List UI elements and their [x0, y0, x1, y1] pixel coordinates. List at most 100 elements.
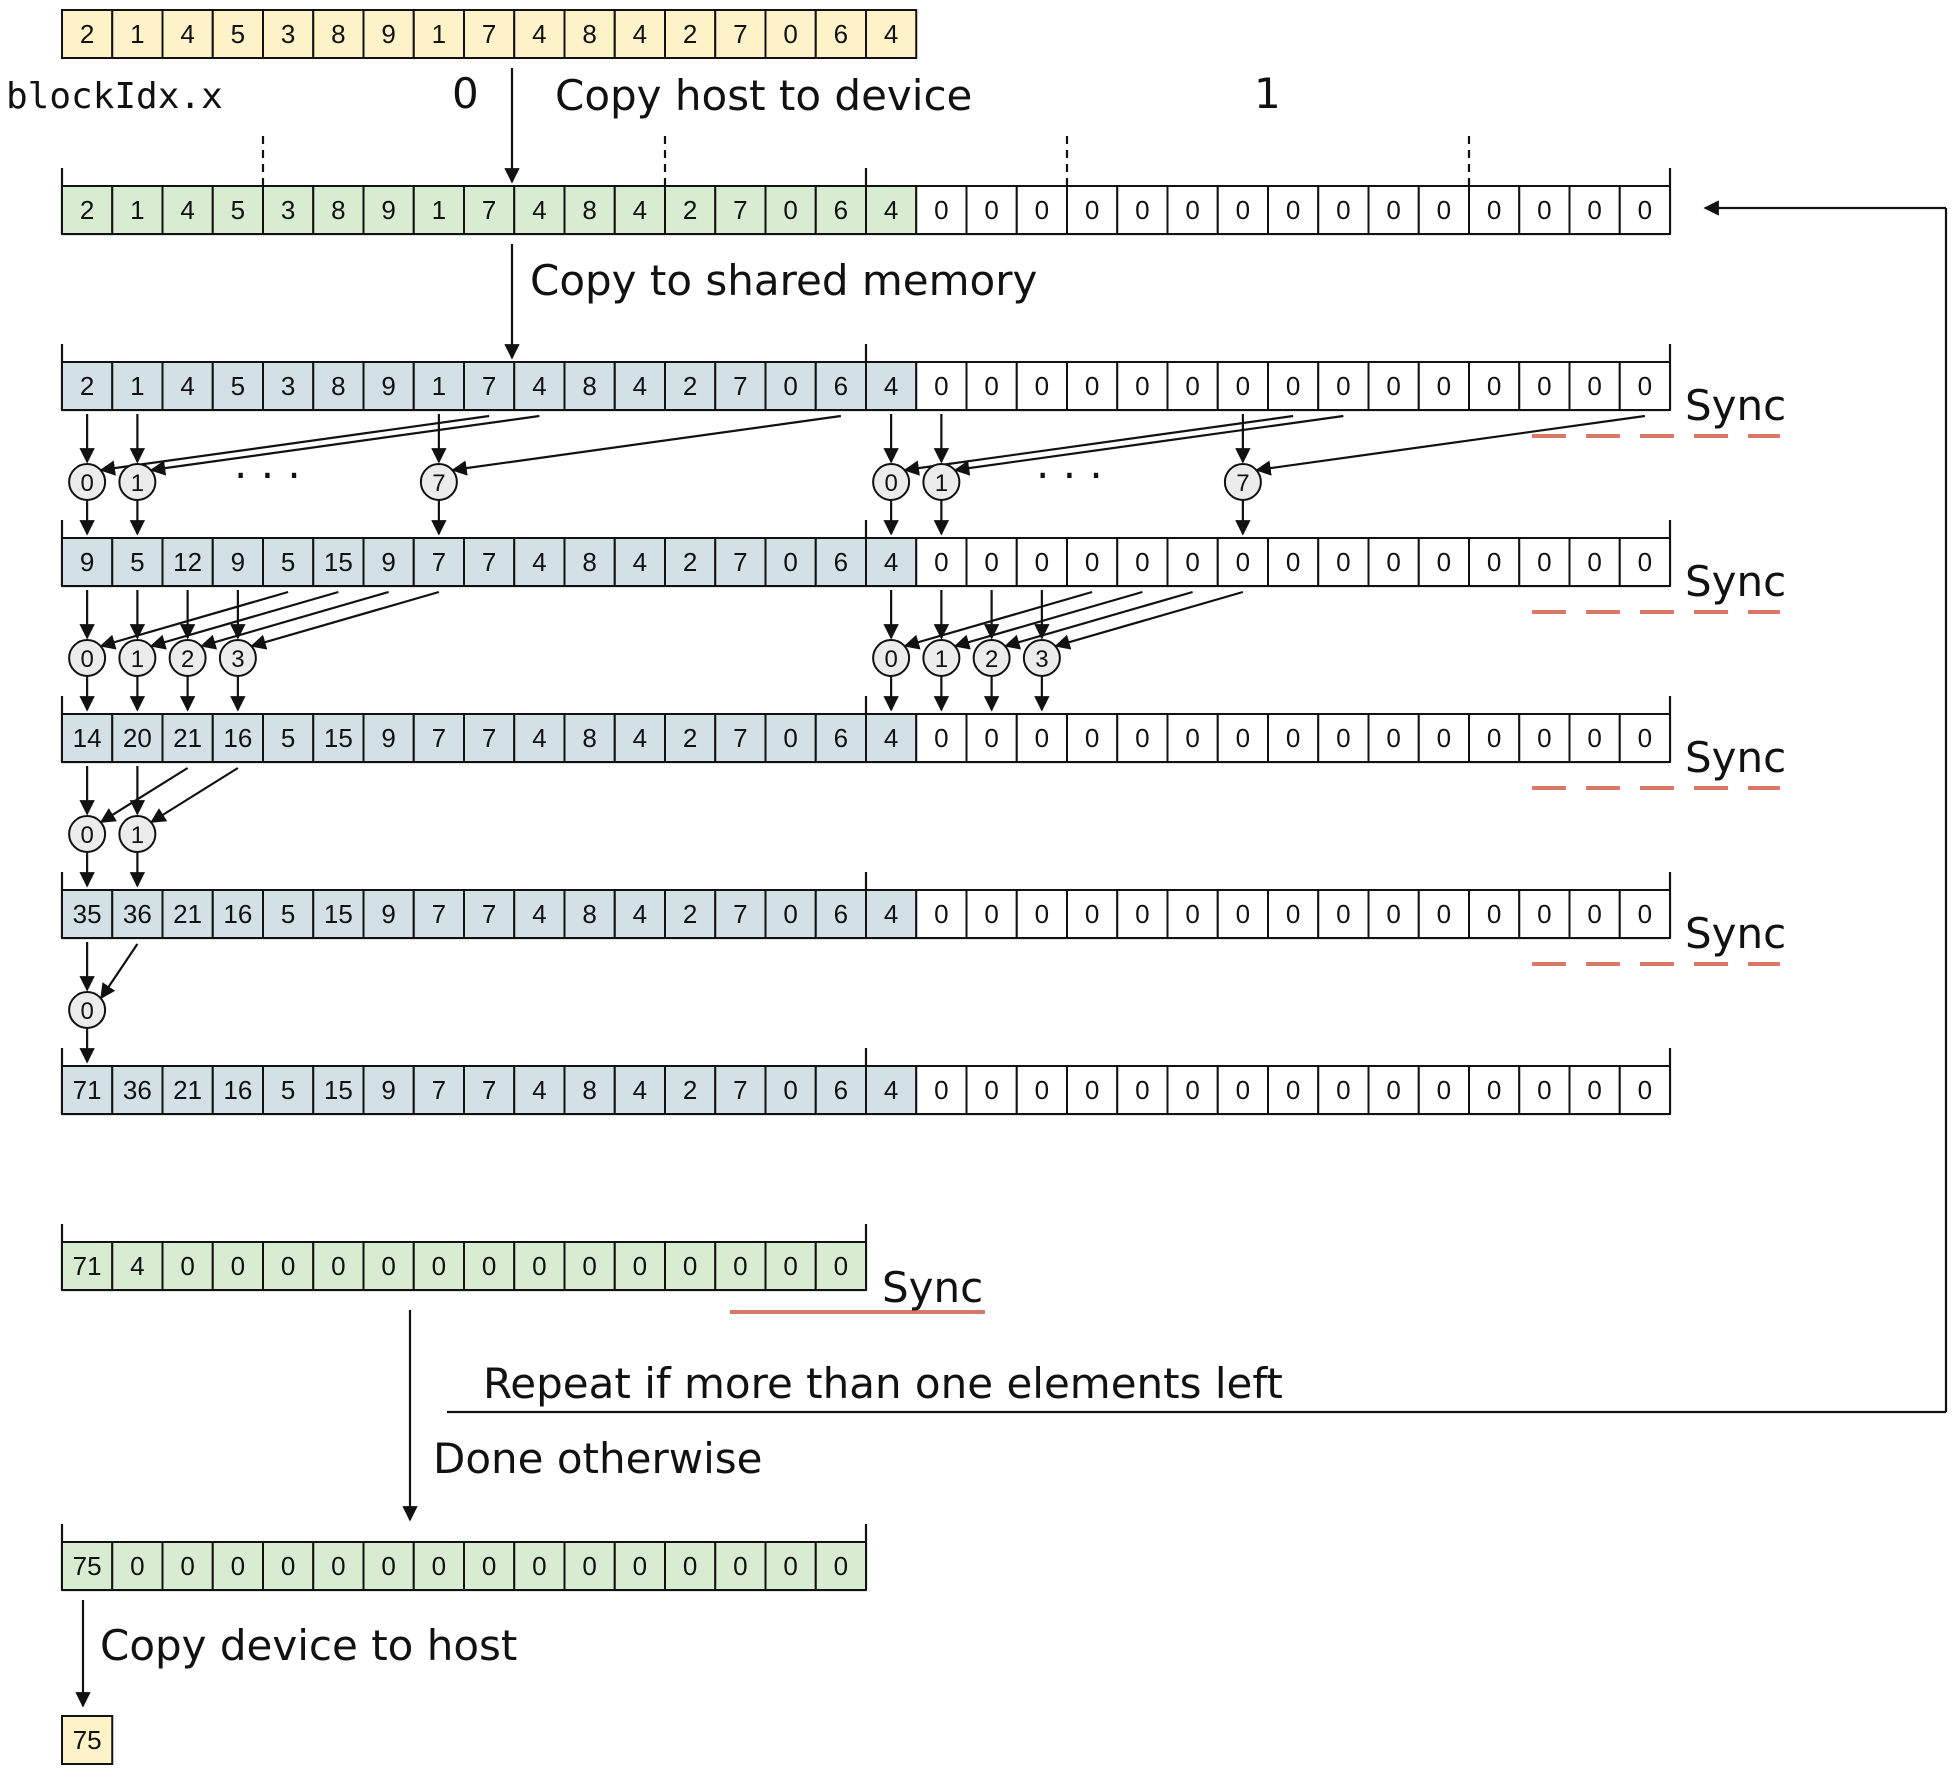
cell-value: 9: [381, 547, 395, 577]
array-cell: [1267, 361, 1320, 411]
array-cell: [563, 1241, 616, 1291]
cell-value: 0: [1085, 547, 1099, 577]
cell-value: 15: [324, 899, 353, 929]
cell-value: 0: [984, 371, 998, 401]
array-cell: [915, 185, 968, 235]
array-cell: [1216, 537, 1269, 587]
cell-value: 0: [1537, 899, 1551, 929]
array-cell: [865, 9, 918, 59]
sync-label-2: Sync: [1685, 557, 1786, 606]
array-cell: [1116, 185, 1169, 235]
cell-value: 0: [582, 1551, 596, 1581]
cell-value: 4: [884, 723, 898, 753]
array-cell: [1367, 361, 1420, 411]
array-cell: [1216, 713, 1269, 763]
array-cell: [915, 713, 968, 763]
cell-value: 0: [1236, 195, 1250, 225]
array-cell: [61, 1715, 114, 1765]
cell-value: 36: [123, 1075, 152, 1105]
sync-label-5: Sync: [882, 1263, 983, 1312]
partner-arrow: [99, 767, 189, 823]
array-cell: [1166, 185, 1219, 235]
cell-value: 0: [1286, 723, 1300, 753]
cell-value: 0: [984, 547, 998, 577]
array-cell: [563, 889, 616, 939]
array-cell: [613, 537, 666, 587]
cell-value: 4: [633, 899, 647, 929]
thread-7-icon: 7: [419, 463, 458, 501]
cell-value: 0: [934, 899, 948, 929]
thread-index: 7: [1236, 470, 1249, 497]
array-cell: [463, 1065, 516, 1115]
cell-value: 0: [984, 899, 998, 929]
array-cell: [915, 889, 968, 939]
cell-value: 4: [884, 1075, 898, 1105]
cell-value: 0: [1336, 371, 1350, 401]
array-cell: [613, 1065, 666, 1115]
thread-circle: [1022, 639, 1061, 677]
cell-value: 6: [834, 371, 848, 401]
cell-value: 0: [532, 1551, 546, 1581]
cell-value: 0: [1185, 547, 1199, 577]
cell-value: 7: [733, 371, 747, 401]
cell-value: 0: [984, 195, 998, 225]
cell-value: 0: [1336, 547, 1350, 577]
cell-value: 0: [783, 547, 797, 577]
array-cell: [714, 1241, 767, 1291]
cell-value: 36: [123, 899, 152, 929]
cell-value: 16: [223, 899, 252, 929]
array-cell: [1417, 361, 1470, 411]
cell-value: 0: [783, 371, 797, 401]
cell-value: 21: [173, 723, 202, 753]
cell-value: 8: [582, 19, 596, 49]
array-cell: [312, 1241, 365, 1291]
array-cell: [412, 1065, 465, 1115]
cell-value: 0: [1035, 1075, 1049, 1105]
array-cell: [1618, 185, 1671, 235]
array-cell: [1618, 1065, 1671, 1115]
array-cell: [965, 889, 1018, 939]
block-index-1: 1: [1254, 69, 1281, 118]
array-cell: [61, 1241, 114, 1291]
cell-value: 7: [432, 547, 446, 577]
cell-value: 4: [180, 195, 194, 225]
cell-value: 0: [1035, 547, 1049, 577]
array-cell: [513, 361, 566, 411]
array-cell: [262, 1241, 315, 1291]
thread-circle: [68, 815, 107, 853]
cell-value: 0: [532, 1251, 546, 1281]
thread-3-icon: 3: [218, 639, 257, 677]
cell-value: 4: [633, 723, 647, 753]
cell-value: 7: [733, 723, 747, 753]
array-cell: [1618, 889, 1671, 939]
cell-value: 2: [80, 371, 94, 401]
thread-index: 3: [1035, 646, 1048, 673]
cell-value: 0: [1386, 547, 1400, 577]
array-cell: [463, 889, 516, 939]
array-cell: [111, 537, 164, 587]
cell-value: 7: [482, 547, 496, 577]
thread-index: 0: [80, 646, 93, 673]
partner-arrow: [953, 590, 1143, 650]
partner-arrow: [150, 767, 239, 823]
cell-value: 16: [223, 723, 252, 753]
cell-value: 4: [633, 371, 647, 401]
array-cell: [664, 361, 717, 411]
cell-value: 0: [783, 1251, 797, 1281]
cell-value: 0: [984, 723, 998, 753]
cell-value: 0: [1035, 899, 1049, 929]
cell-value: 4: [633, 1075, 647, 1105]
array-cell: [312, 361, 365, 411]
partner-arrow: [953, 414, 1344, 476]
cell-value: 9: [381, 195, 395, 225]
array-cell: [1015, 713, 1068, 763]
cell-value: 0: [1437, 1075, 1451, 1105]
thread-circle: [922, 639, 961, 677]
cell-value: 9: [381, 723, 395, 753]
array-cell: [513, 9, 566, 59]
cell-value: 0: [231, 1551, 245, 1581]
thread-1-icon: 1: [118, 639, 157, 677]
